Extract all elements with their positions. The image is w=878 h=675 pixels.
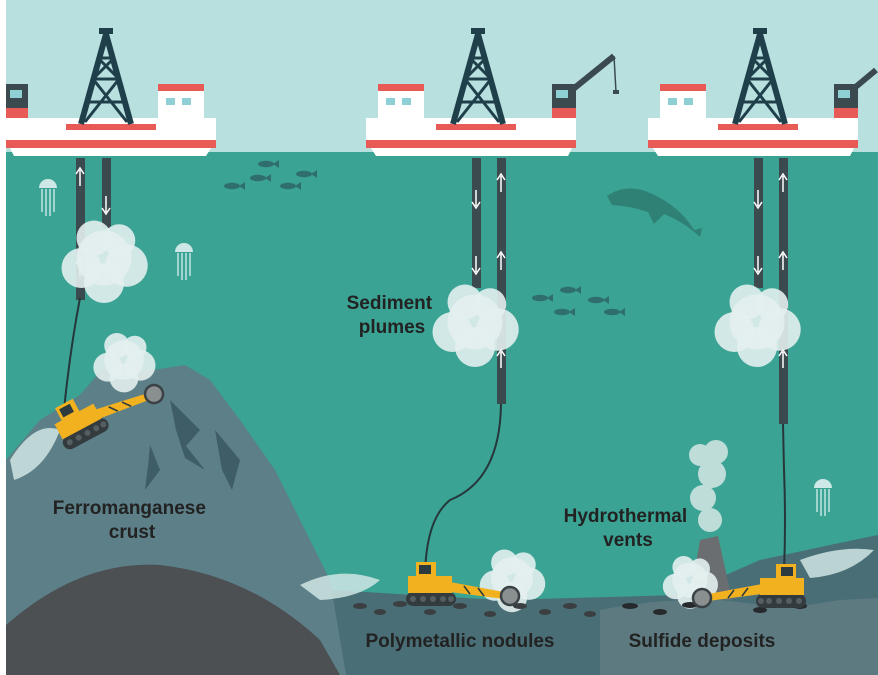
seafloor-disturbance (10, 428, 874, 600)
ship-icon-middle (366, 28, 619, 156)
ship-icon-right (648, 28, 878, 156)
label-ferromanganese-crust: Ferromanganese crust (53, 498, 211, 543)
vent-ground (600, 598, 878, 675)
seafloor-dark-mound (6, 564, 340, 675)
crane-icon (552, 53, 619, 118)
crane-icon (834, 67, 878, 118)
dolphin-icon (607, 188, 702, 237)
riser-pipes-right (753, 158, 788, 573)
label-sulfide-deposits: Sulfide deposits (629, 631, 776, 652)
polymetallic-nodules-field (353, 601, 596, 617)
label-hydrothermal-vents: Hydrothermal vents (564, 506, 693, 551)
sulfide-deposits-field (622, 602, 807, 615)
ship-icon-left (6, 28, 216, 156)
label-sediment-plumes: Sediment plumes (347, 293, 438, 338)
riser-pipes-middle (424, 158, 506, 581)
label-polymetallic-nodules: Polymetallic nodules (366, 631, 555, 652)
seamount-cracks (145, 400, 240, 490)
